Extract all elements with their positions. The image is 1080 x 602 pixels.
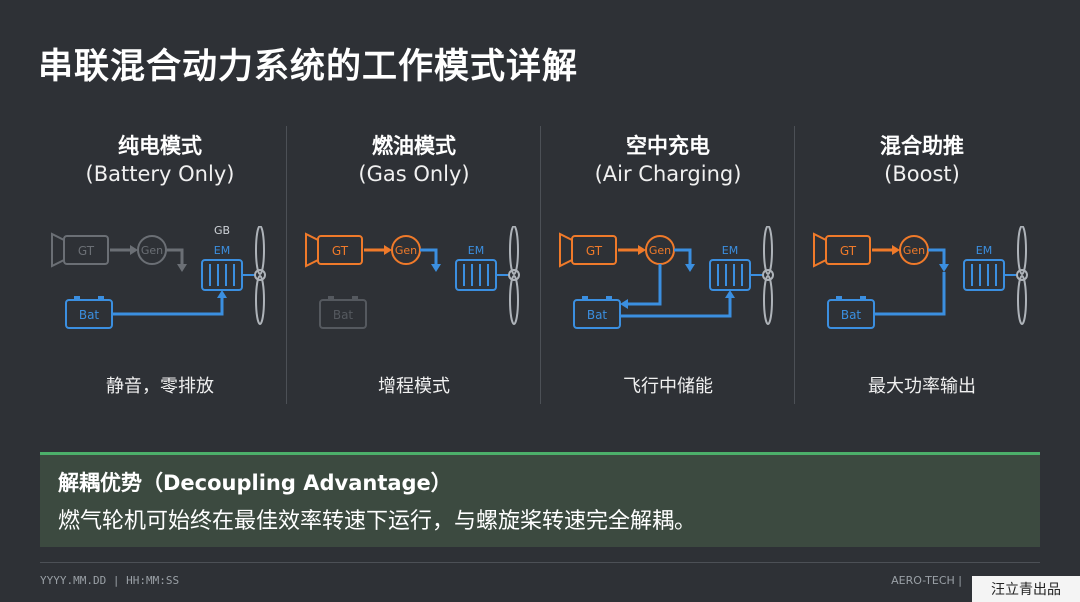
gas-turbine-icon: GT — [559, 232, 617, 268]
svg-text:Gen: Gen — [903, 244, 925, 257]
mode-caption: 增程模式 — [378, 376, 450, 397]
mode-boost: 混合助推 (Boost) GT Gen EM — [796, 126, 1048, 404]
propeller-icon — [254, 226, 266, 325]
advantage-text: 燃气轮机可始终在最佳效率转速下运行，与螺旋桨转速完全解耦。 — [58, 509, 697, 534]
svg-text:GT: GT — [78, 244, 95, 258]
em-label: EM — [214, 244, 230, 257]
svg-text:Gen: Gen — [649, 244, 671, 257]
footer-brand: AERO-TECH | — [891, 574, 962, 587]
footer-divider — [40, 562, 1040, 563]
battery-icon: Bat — [65, 296, 113, 329]
decoupling-advantage-box: 解耦优势（Decoupling Advantage） 燃气轮机可始终在最佳效率转… — [40, 452, 1040, 547]
em-label: EM — [468, 244, 484, 257]
generator-icon: Gen — [645, 235, 675, 265]
gas-only-diagram: GT Gen EM Bat — [305, 226, 520, 329]
em-label: EM — [722, 244, 738, 257]
electric-motor-icon — [201, 259, 256, 291]
electric-motor-icon — [963, 259, 1018, 291]
battery-icon: Bat — [319, 296, 367, 329]
advantage-title: 解耦优势（Decoupling Advantage） — [58, 471, 452, 495]
battery-icon: Bat — [827, 296, 875, 329]
generator-icon: Gen — [137, 235, 167, 265]
boost-diagram: GT Gen EM Bat — [813, 226, 1028, 329]
propeller-icon — [762, 226, 774, 325]
mode-name: 燃油模式 — [372, 134, 456, 158]
air-charging-diagram: GT Gen EM Bat — [559, 226, 774, 329]
gas-turbine-icon: GT — [305, 232, 363, 268]
svg-text:GT: GT — [586, 244, 603, 258]
generator-icon: Gen — [899, 235, 929, 265]
mode-name: 混合助推 — [880, 134, 964, 158]
mode-caption: 最大功率输出 — [868, 376, 976, 397]
battery-only-diagram: GT Gen GB EM Bat — [51, 226, 266, 329]
mode-battery-only: 纯电模式 (Battery Only) GT Gen GB EM — [34, 126, 286, 404]
em-label: EM — [976, 244, 992, 257]
generator-icon: Gen — [391, 235, 421, 265]
column-divider — [286, 126, 287, 404]
gas-turbine-icon: GT — [51, 232, 109, 268]
mode-caption: 静音，零排放 — [106, 376, 214, 397]
mode-gas-only: 燃油模式 (Gas Only) GT Gen EM — [288, 126, 540, 404]
svg-text:GT: GT — [332, 244, 349, 258]
column-divider — [794, 126, 795, 404]
electric-motor-icon — [709, 259, 764, 291]
svg-text:Bat: Bat — [841, 308, 862, 322]
page-title: 串联混合动力系统的工作模式详解 — [38, 47, 579, 87]
electric-motor-icon — [455, 259, 510, 291]
author-watermark: 汪立青出品 — [972, 576, 1080, 602]
mode-air-charging: 空中充电 (Air Charging) GT Gen EM — [542, 126, 794, 404]
column-divider — [540, 126, 541, 404]
gb-label: GB — [214, 226, 230, 237]
battery-icon: Bat — [573, 296, 621, 329]
mode-subtitle: (Gas Only) — [358, 162, 470, 186]
mode-name: 空中充电 — [626, 134, 710, 158]
mode-subtitle: (Air Charging) — [594, 162, 742, 186]
gas-turbine-icon: GT — [813, 232, 871, 268]
footer-timestamp: YYYY.MM.DD | HH:MM:SS — [40, 574, 180, 587]
mode-caption: 飞行中储能 — [623, 376, 713, 397]
svg-text:Bat: Bat — [333, 308, 354, 322]
svg-text:GT: GT — [840, 244, 857, 258]
svg-text:Bat: Bat — [587, 308, 608, 322]
svg-text:Bat: Bat — [79, 308, 100, 322]
mode-subtitle: (Boost) — [884, 162, 960, 186]
svg-text:Gen: Gen — [395, 244, 417, 257]
propeller-icon — [508, 226, 520, 325]
mode-name: 纯电模式 — [118, 134, 202, 158]
mode-subtitle: (Battery Only) — [85, 162, 235, 186]
svg-text:Gen: Gen — [141, 244, 163, 257]
propeller-icon — [1016, 226, 1028, 325]
